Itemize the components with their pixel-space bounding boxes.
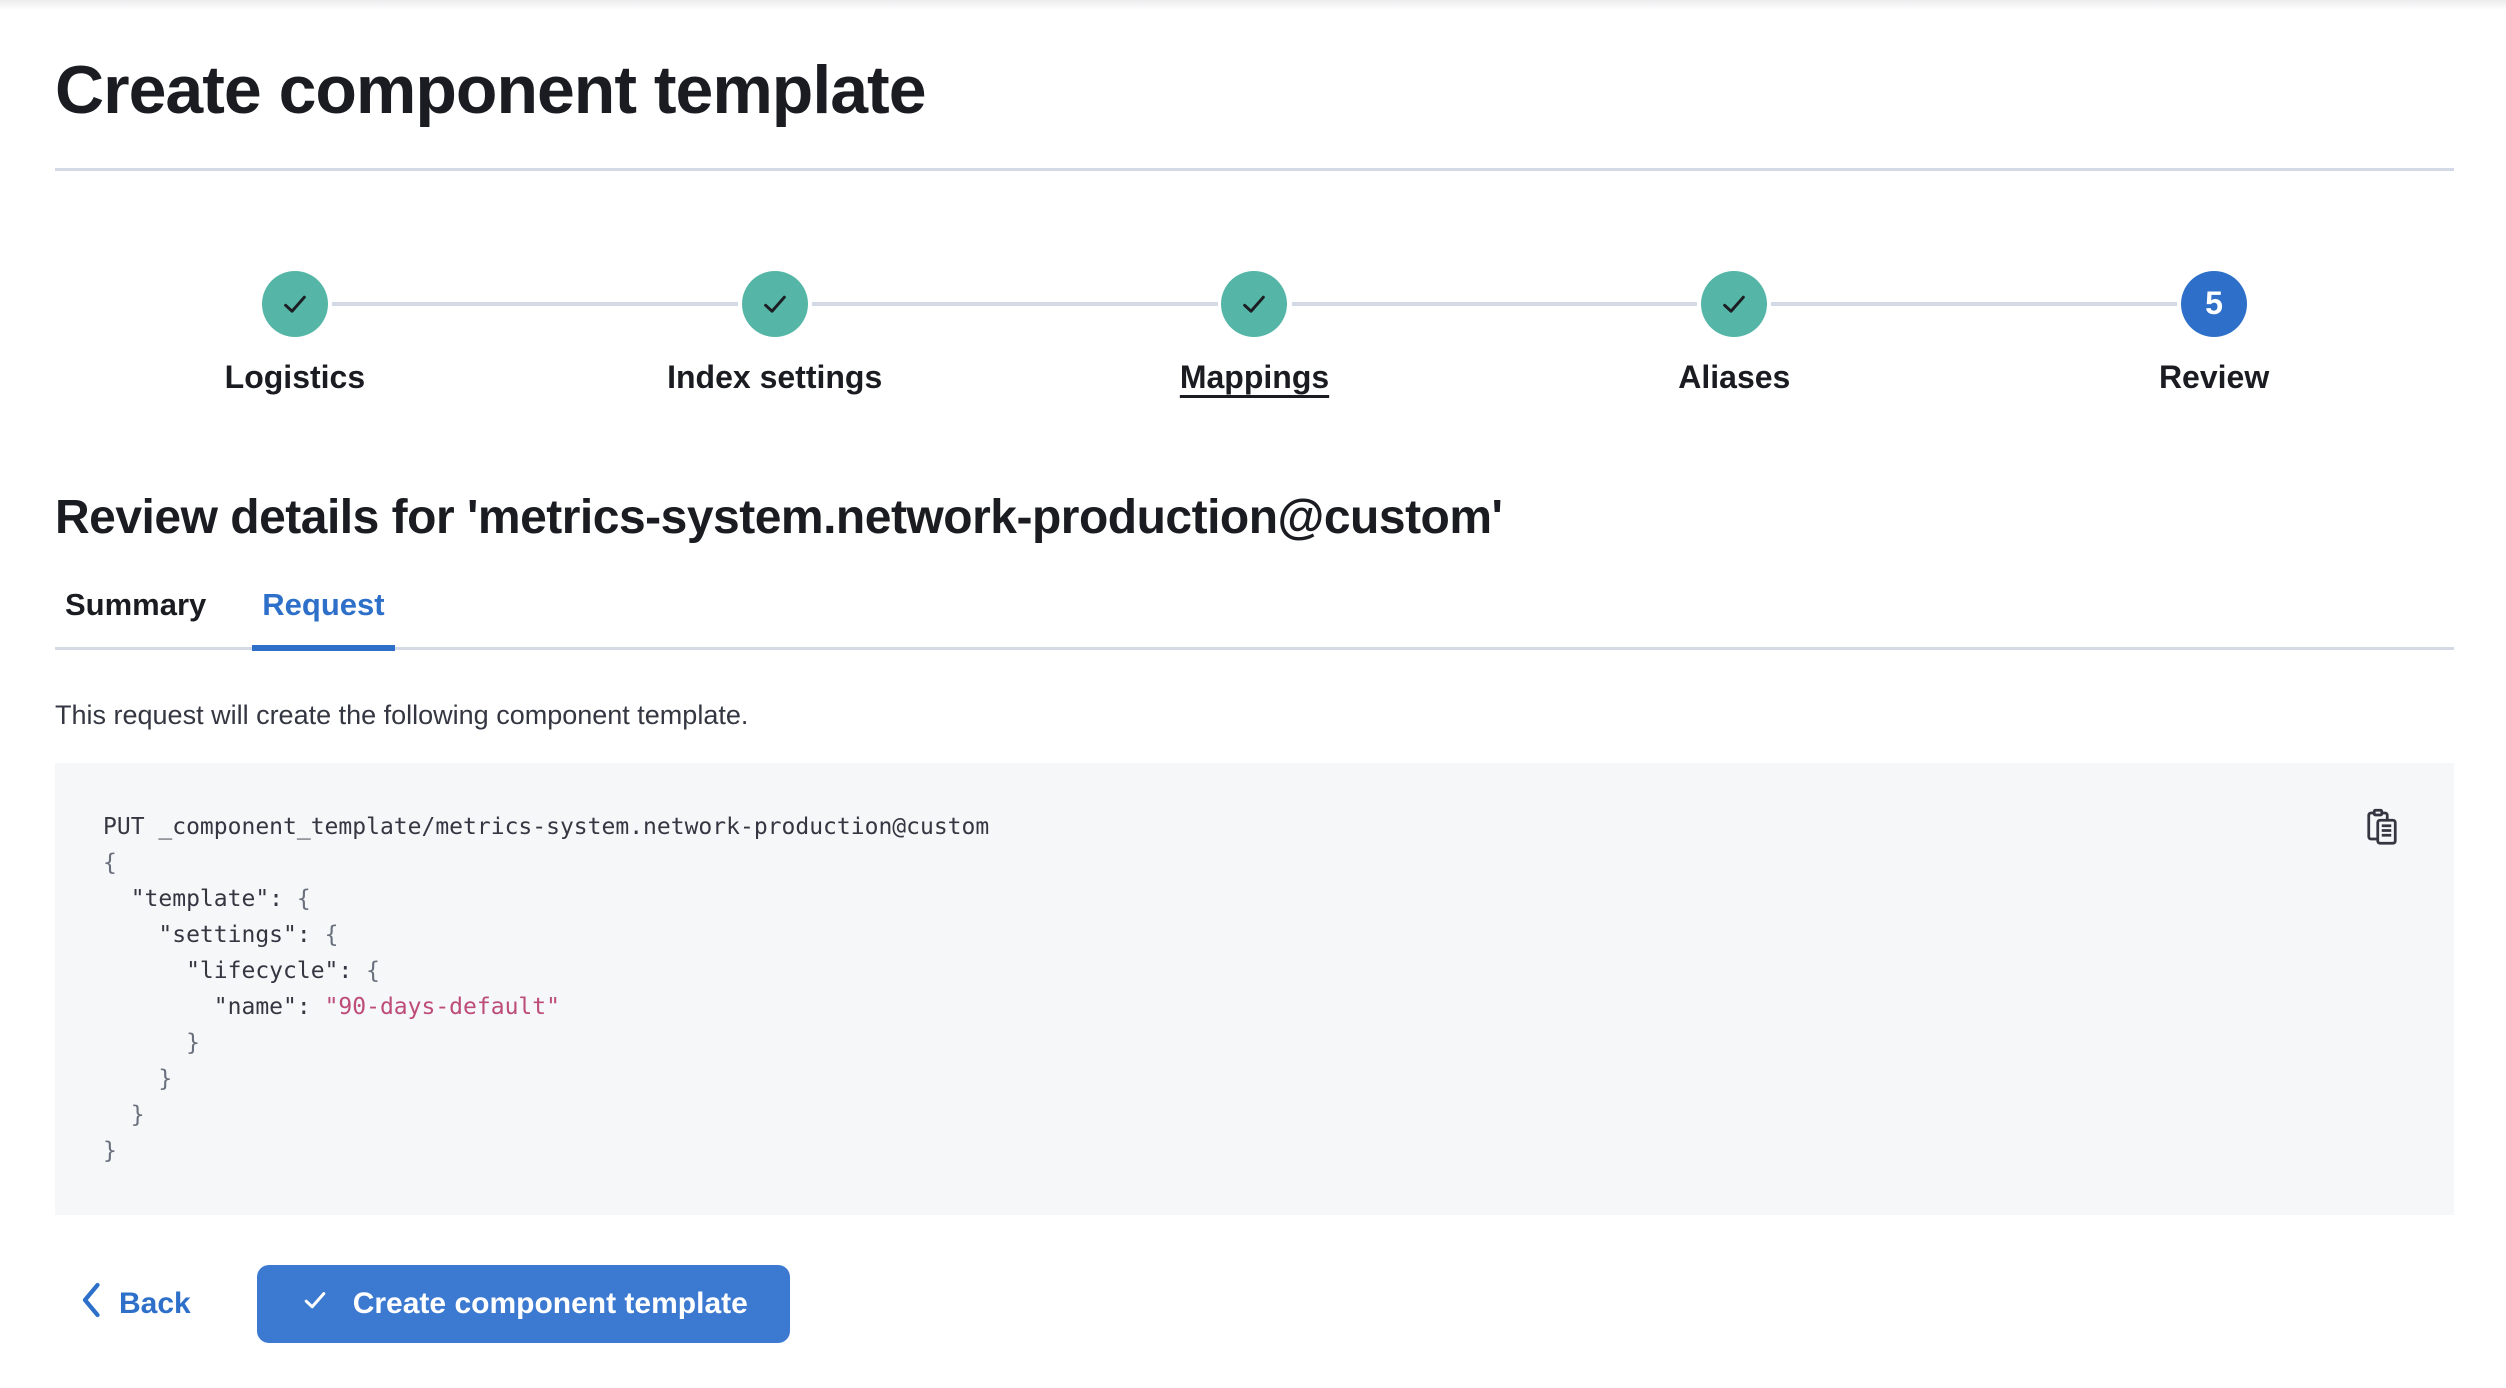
step-check-icon bbox=[1221, 270, 1288, 337]
step-check-icon bbox=[261, 270, 328, 337]
code-line: "name": "90-days-default" bbox=[103, 993, 560, 1020]
step-aliases[interactable]: Aliases bbox=[1291, 270, 1974, 396]
step-number-circle: 5 bbox=[2181, 270, 2248, 337]
copy-to-clipboard-button[interactable] bbox=[2362, 807, 2402, 847]
check-icon bbox=[299, 1284, 331, 1324]
review-tabs: Summary Request bbox=[55, 586, 2454, 651]
step-mappings[interactable]: Mappings bbox=[811, 270, 1495, 396]
back-button[interactable]: Back bbox=[55, 1280, 213, 1328]
code-line: } bbox=[103, 1065, 173, 1092]
tab-request[interactable]: Request bbox=[252, 587, 395, 651]
tab-summary[interactable]: Summary bbox=[65, 586, 207, 622]
back-button-label: Back bbox=[119, 1286, 191, 1320]
request-code: PUT _component_template/metrics-system.n… bbox=[103, 809, 2406, 1169]
step-label-mappings: Mappings bbox=[1179, 358, 1330, 395]
request-description: This request will create the following c… bbox=[55, 699, 749, 730]
title-divider bbox=[55, 167, 2454, 171]
chevron-left-icon bbox=[77, 1280, 103, 1328]
code-line: PUT _component_template/metrics-system.n… bbox=[103, 813, 990, 840]
code-line: "lifecycle": { bbox=[103, 957, 380, 984]
step-index-settings[interactable]: Index settings bbox=[331, 270, 1015, 396]
page-title: Create component template bbox=[55, 52, 927, 128]
code-line: "settings": { bbox=[103, 921, 339, 948]
step-label-review: Review bbox=[2158, 358, 2270, 395]
create-component-template-page: Create component template Logistics Inde… bbox=[0, 52, 2506, 1343]
code-line: } bbox=[103, 1137, 117, 1164]
window-top-edge bbox=[0, 0, 2506, 10]
step-logistics[interactable]: Logistics bbox=[55, 270, 535, 396]
code-line: { bbox=[103, 849, 117, 876]
step-label-index-settings: Index settings bbox=[667, 358, 883, 395]
review-heading: Review details for 'metrics-system.netwo… bbox=[55, 490, 1503, 544]
request-code-block: PUT _component_template/metrics-system.n… bbox=[55, 762, 2454, 1215]
copy-clipboard-icon bbox=[2362, 808, 2402, 850]
wizard-stepper: Logistics Index settings Mappings Aliase… bbox=[55, 270, 2454, 396]
create-button-label: Create component template bbox=[352, 1286, 748, 1320]
code-line: } bbox=[103, 1029, 200, 1056]
code-line: "template": { bbox=[103, 885, 311, 912]
step-check-icon bbox=[1701, 270, 1768, 337]
step-label-aliases: Aliases bbox=[1678, 358, 1791, 395]
code-line: } bbox=[103, 1101, 145, 1128]
step-number: 5 bbox=[2205, 285, 2223, 322]
create-component-template-button[interactable]: Create component template bbox=[256, 1264, 790, 1343]
wizard-footer: Back Create component template bbox=[55, 1264, 2454, 1343]
step-label-logistics: Logistics bbox=[224, 358, 366, 395]
step-check-icon bbox=[741, 270, 808, 337]
